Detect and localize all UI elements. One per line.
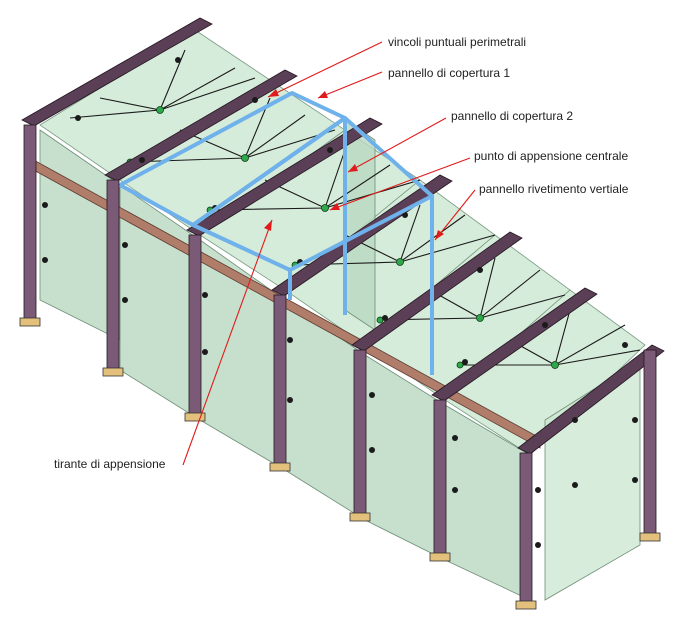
portal-frames <box>21 17 665 604</box>
label-pannello-1: pannello di copertura 1 <box>388 66 510 80</box>
central-node-2 <box>241 154 249 162</box>
base-plates <box>19 317 661 610</box>
label-pannello-2: pannello di copertura 2 <box>451 109 573 123</box>
central-node-4 <box>396 258 404 266</box>
roof-glass <box>39 29 646 456</box>
central-node-6 <box>551 361 559 369</box>
label-tirante: tirante di appensione <box>54 457 166 471</box>
leader-lines <box>182 41 476 466</box>
central-node-3 <box>321 204 329 212</box>
label-vincoli: vincoli puntuali perimetrali <box>388 35 526 49</box>
annotations: vincoli puntuali perimetrali pannello di… <box>54 35 629 471</box>
highlighted-panels <box>119 91 434 375</box>
vertical-cladding-left <box>39 129 531 601</box>
label-punto-appensione: punto di appensione centrale <box>474 149 628 163</box>
central-node-1 <box>156 106 164 114</box>
label-rivestimento: pannello rivetimento vertiale <box>479 182 629 196</box>
central-node-5 <box>476 314 484 322</box>
point-restraints <box>42 57 638 548</box>
